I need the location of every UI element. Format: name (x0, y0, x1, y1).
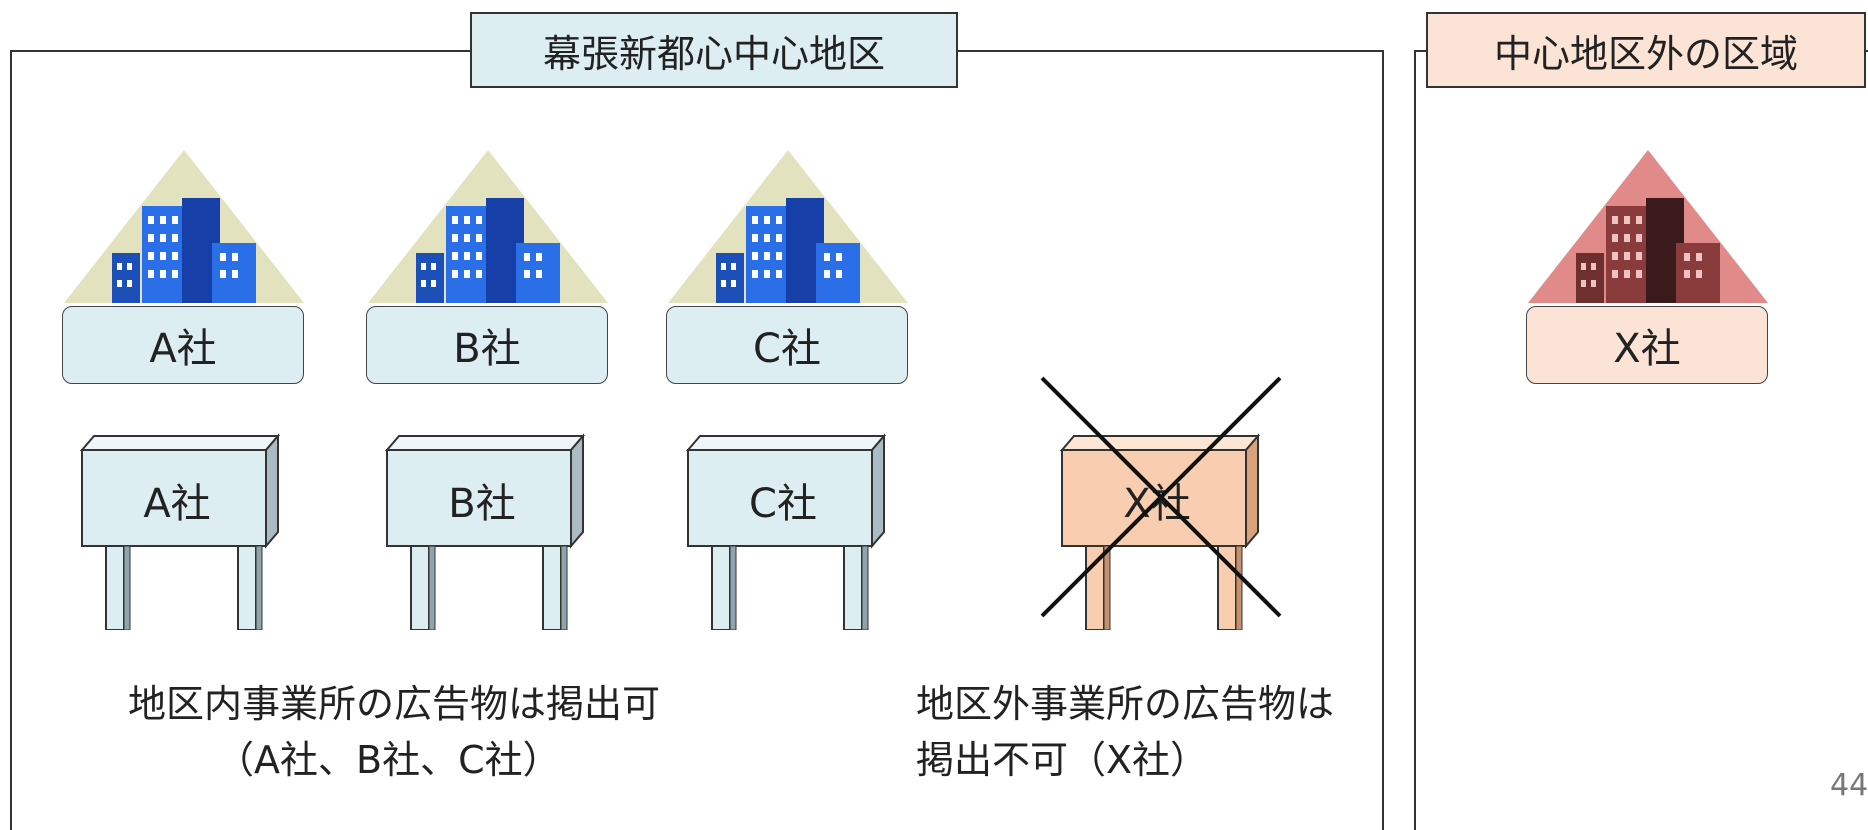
outside-district-title: 中心地区外の区域 (1426, 12, 1866, 88)
signboard-a: A社 (80, 430, 290, 630)
signboard-b: B社 (385, 430, 595, 630)
allowed-caption: 地区内事業所の広告物は掲出可 （A社、B社、C社） (128, 676, 660, 788)
prohibited-cross-icon (1040, 376, 1282, 618)
company-label-x: X社 (1526, 306, 1768, 384)
building-icon-a (64, 150, 304, 303)
central-district-title: 幕張新都心中心地区 (470, 12, 958, 88)
forbidden-caption: 地区外事業所の広告物は 掲出不可（X社） (916, 676, 1334, 788)
signboard-b-text: B社 (448, 481, 516, 527)
signboard-x-text: X社 (1123, 481, 1191, 527)
signboard-c: C社 (686, 430, 896, 630)
signboard-c-text: C社 (749, 481, 817, 527)
page-number: 44 (1830, 768, 1868, 803)
signboard-a-text: A社 (143, 481, 211, 527)
building-icon-b (368, 150, 608, 303)
allowed-caption-line2: （A社、B社、C社） (216, 738, 561, 782)
company-label-a: A社 (62, 306, 304, 384)
forbidden-caption-line1: 地区外事業所の広告物は (916, 682, 1335, 726)
building-icon-x (1528, 150, 1768, 303)
company-label-b: B社 (366, 306, 608, 384)
company-label-c: C社 (666, 306, 908, 384)
forbidden-caption-line2: 掲出不可（X社） (916, 738, 1209, 782)
allowed-caption-line1: 地区内事業所の広告物は掲出可 (128, 682, 661, 726)
building-icon-c (668, 150, 908, 303)
